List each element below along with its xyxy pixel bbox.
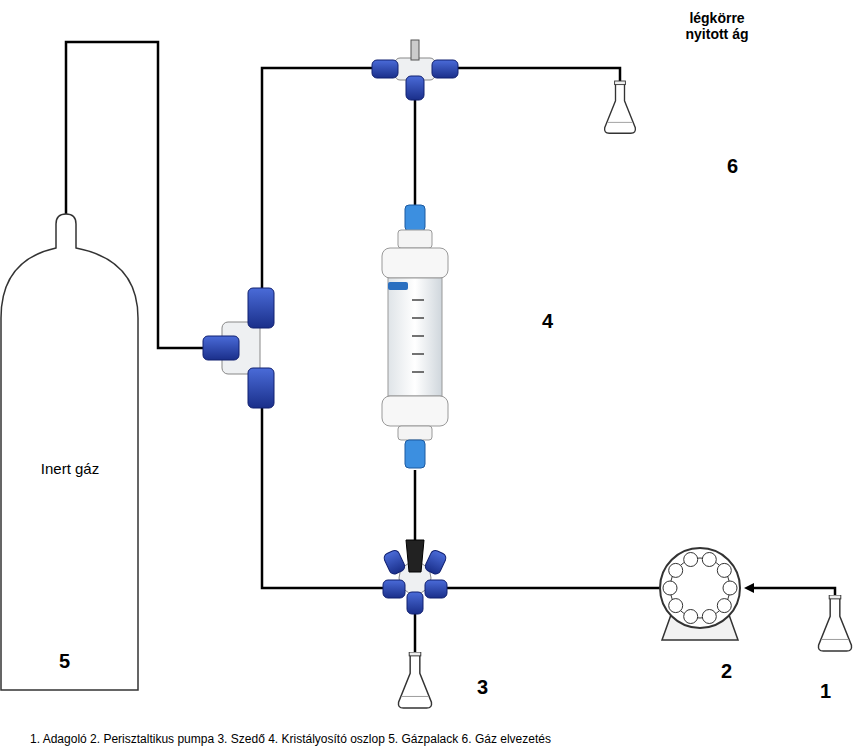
outlet-note: légkörre nyitott ág bbox=[667, 10, 767, 42]
node-label: Inert gáz bbox=[0, 460, 140, 478]
callout-number: 1 bbox=[820, 680, 831, 702]
callout-number: 2 bbox=[721, 660, 732, 682]
gas-cylinder: Inert gáz bbox=[0, 208, 140, 692]
callout-number: 5 bbox=[59, 650, 70, 672]
cylinder-outline bbox=[0, 208, 140, 692]
callout-number: 6 bbox=[727, 155, 738, 177]
figure-caption: 1. Adagoló 2. Perisztaltikus pumpa 3. Sz… bbox=[30, 731, 858, 747]
callout-number: 4 bbox=[542, 310, 553, 332]
callout-number: 3 bbox=[477, 676, 488, 698]
